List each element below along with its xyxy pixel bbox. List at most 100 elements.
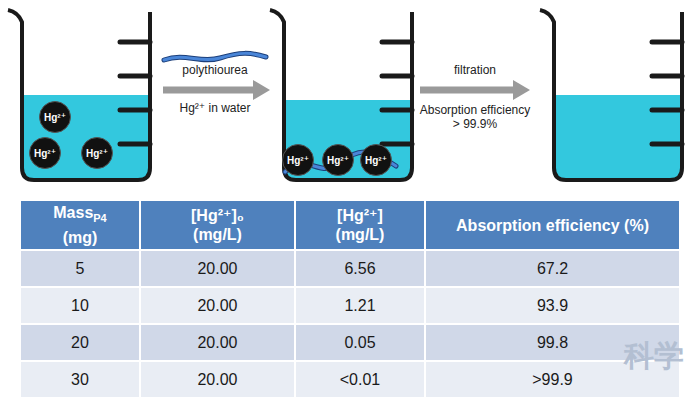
hg-ion-circle: Hg²⁺: [322, 144, 354, 176]
ion-label: Hg²⁺: [287, 155, 309, 166]
cell-content: 5: [76, 260, 85, 278]
table-text: 0.05: [344, 334, 375, 351]
arrow-label: polythiourea: [150, 63, 280, 77]
cell-content: 20: [71, 334, 89, 352]
cell-content: <0.01: [340, 371, 380, 389]
cell-content: 1.21: [344, 297, 375, 315]
graduation-mark: [652, 108, 682, 113]
graduation-mark: [382, 108, 412, 113]
cell-content: 67.2: [537, 260, 568, 278]
cell-content: [Hg²⁺]₀ (mg/L): [178, 206, 258, 244]
graduation-mark: [120, 108, 150, 113]
cell-content: 20.00: [197, 334, 237, 352]
table-cell: 0.05: [296, 325, 424, 360]
subscript: P4: [93, 212, 106, 224]
cell-content: 20.00: [197, 260, 237, 278]
table-cell: 20.00: [141, 288, 294, 323]
graduation-mark: [652, 40, 682, 45]
table-cell: 93.9: [426, 288, 679, 323]
water: [554, 95, 682, 180]
watermark: 科学: [624, 340, 684, 372]
hg-ion-circle: Hg²⁺: [29, 137, 61, 169]
ion-label: Hg²⁺: [86, 148, 108, 159]
graduation-mark: [652, 142, 682, 147]
table-text: 20.00: [197, 260, 237, 277]
ion-label: Hg²⁺: [44, 112, 66, 123]
table-header-cell: [Hg²⁺]₀ (mg/L): [141, 201, 294, 249]
table-cell: 5: [21, 251, 139, 286]
table-text: >99.9: [532, 371, 572, 388]
process-arrow-shaft: [420, 87, 516, 94]
cell-content: MassP4 (mg): [53, 203, 107, 247]
beaker-outline: [270, 10, 412, 180]
table-text: 30: [71, 371, 89, 388]
table-cell: 1.21: [296, 288, 424, 323]
table-text: <0.01: [340, 371, 380, 388]
hg-ion-circle: Hg²⁺: [81, 137, 113, 169]
cell-content: 20.00: [197, 297, 237, 315]
table-text: 20: [71, 334, 89, 351]
beaker: [270, 10, 412, 180]
table-cell: 6.56: [296, 251, 424, 286]
ion-label: Hg²⁺: [327, 155, 349, 166]
arrow-label: Hg²⁺ in water: [150, 101, 280, 115]
cell-content: 99.8: [537, 334, 568, 352]
table-cell: 30: [21, 362, 139, 397]
beaker: [8, 10, 150, 180]
table-text: 99.8: [537, 334, 568, 351]
table-header-cell: Absorption efficiency (%): [426, 201, 679, 249]
table-cell: 20.00: [141, 325, 294, 360]
graduation-mark: [382, 142, 412, 147]
graduation-mark: [120, 142, 150, 147]
table-header-cell: [Hg²⁺] (mg/L): [296, 201, 424, 249]
cell-content: 6.56: [344, 260, 375, 278]
cell-content: 10: [71, 297, 89, 315]
table-text: 93.9: [537, 297, 568, 314]
graduation-mark: [120, 74, 150, 79]
table-cell: 20.00: [141, 362, 294, 397]
arrow-label: Absorption efficiency > 99.9%: [416, 103, 534, 131]
process-arrow-head: [513, 80, 530, 100]
table-cell: 20.00: [141, 251, 294, 286]
ion-label: Hg²⁺: [365, 155, 387, 166]
cell-content: Absorption efficiency (%): [456, 216, 649, 235]
table-text: 20.00: [197, 297, 237, 314]
cell-content: [Hg²⁺] (mg/L): [320, 206, 400, 244]
cell-content: 93.9: [537, 297, 568, 315]
process-arrow-shaft: [163, 87, 256, 94]
hg-ion-circle: Hg²⁺: [282, 144, 314, 176]
hg-ion-circle: Hg²⁺: [360, 144, 392, 176]
table-text: [Hg²⁺]₀ (mg/L): [191, 207, 244, 243]
table-text: Absorption efficiency (%): [456, 217, 649, 234]
beaker: [540, 10, 682, 180]
table-cell: 20: [21, 325, 139, 360]
table-text: 6.56: [344, 260, 375, 277]
ion-label: Hg²⁺: [34, 148, 56, 159]
table-cell: 67.2: [426, 251, 679, 286]
table-text: 67.2: [537, 260, 568, 277]
table-text: 20.00: [197, 371, 237, 388]
cell-content: 30: [71, 371, 89, 389]
table-cell: 10: [21, 288, 139, 323]
arrow-label: filtration: [415, 63, 535, 77]
graduation-mark: [382, 74, 412, 79]
table-text: 1.21: [344, 297, 375, 314]
table-text: Mass: [53, 204, 93, 221]
beaker-outline: [540, 10, 682, 180]
table-text: 20.00: [197, 334, 237, 351]
graduation-mark: [382, 40, 412, 45]
table-text: (mg): [53, 228, 107, 247]
graduation-mark: [652, 74, 682, 79]
beaker-outline: [8, 10, 150, 180]
cell-content: 0.05: [344, 334, 375, 352]
process-arrow-head: [253, 80, 270, 100]
polymer-icon: [164, 53, 266, 60]
table-cell: <0.01: [296, 362, 424, 397]
table-text: 5: [76, 260, 85, 277]
water: [22, 95, 150, 180]
cell-content: >99.9: [532, 371, 572, 389]
beakers: [8, 10, 682, 180]
cell-content: 20.00: [197, 371, 237, 389]
table-header-cell: MassP4 (mg): [21, 201, 139, 249]
